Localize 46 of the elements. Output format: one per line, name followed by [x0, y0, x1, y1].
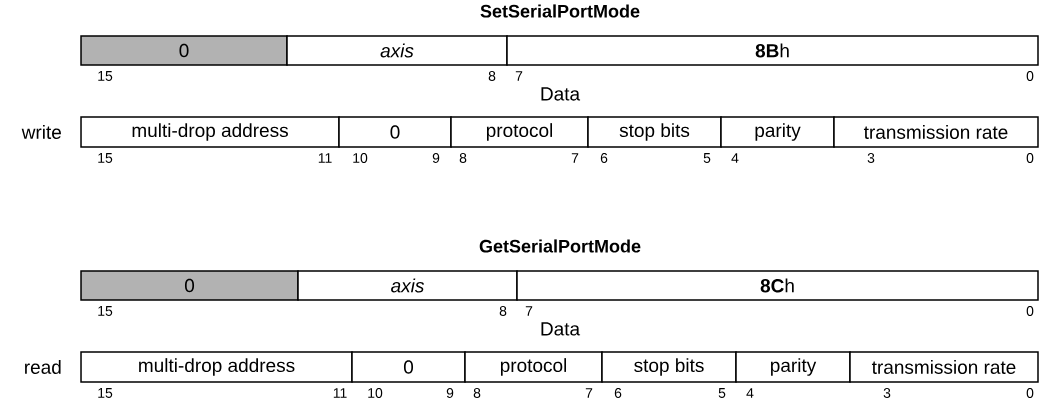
bit-number: 11 — [318, 153, 332, 163]
bit-number: 15 — [98, 306, 113, 316]
bit-number: 4 — [731, 153, 739, 163]
title: GetSerialPortMode — [479, 239, 641, 253]
bit-field-cell: transmission rate — [849, 351, 1039, 383]
bit-field-cell: transmission rate — [833, 116, 1039, 148]
bit-number: 3 — [883, 388, 891, 398]
bit-field-cell: axis — [297, 270, 518, 301]
bit-number: 6 — [614, 388, 622, 398]
row-label: read — [25, 360, 61, 374]
bit-field-cell: axis — [286, 35, 508, 66]
field-label: Data — [541, 87, 581, 101]
bit-number: 7 — [515, 71, 523, 81]
bit-number: 10 — [353, 153, 368, 163]
bit-field-cell: 0 — [338, 116, 452, 148]
bit-number: 7 — [571, 153, 579, 163]
title: SetSerialPortMode — [480, 4, 640, 18]
bit-number: 7 — [525, 306, 533, 316]
row-label: write — [21, 125, 61, 139]
bit-field-cell: stop bits — [587, 116, 722, 148]
bit-field-cell: parity — [720, 116, 835, 148]
bit-number: 8 — [459, 153, 467, 163]
bit-number: 8 — [499, 306, 507, 316]
bit-field-cell: protocol — [450, 116, 589, 148]
bit-number: 0 — [1026, 71, 1034, 81]
bit-number: 6 — [600, 153, 608, 163]
bit-number: 3 — [867, 153, 875, 163]
bit-number: 10 — [368, 388, 383, 398]
bit-number: 8 — [473, 388, 481, 398]
bit-number: 5 — [703, 153, 711, 163]
bit-number: 0 — [1026, 306, 1034, 316]
bit-field-cell: parity — [735, 351, 851, 383]
bit-number: 4 — [746, 388, 754, 398]
bit-number: 8 — [488, 71, 496, 81]
bit-number: 9 — [446, 388, 454, 398]
bit-number: 5 — [718, 388, 726, 398]
bit-field-cell: stop bits — [601, 351, 737, 383]
bit-number: 7 — [585, 388, 593, 398]
bit-number: 15 — [98, 71, 113, 81]
bit-field-cell: 0 — [351, 351, 466, 383]
bit-field-cell: 0 — [80, 270, 299, 301]
bit-field-cell: protocol — [464, 351, 603, 383]
bit-field-cell: 0 — [80, 35, 288, 66]
bit-number: 9 — [432, 153, 440, 163]
field-label: Data — [541, 322, 581, 336]
bit-number: 11 — [333, 388, 347, 398]
